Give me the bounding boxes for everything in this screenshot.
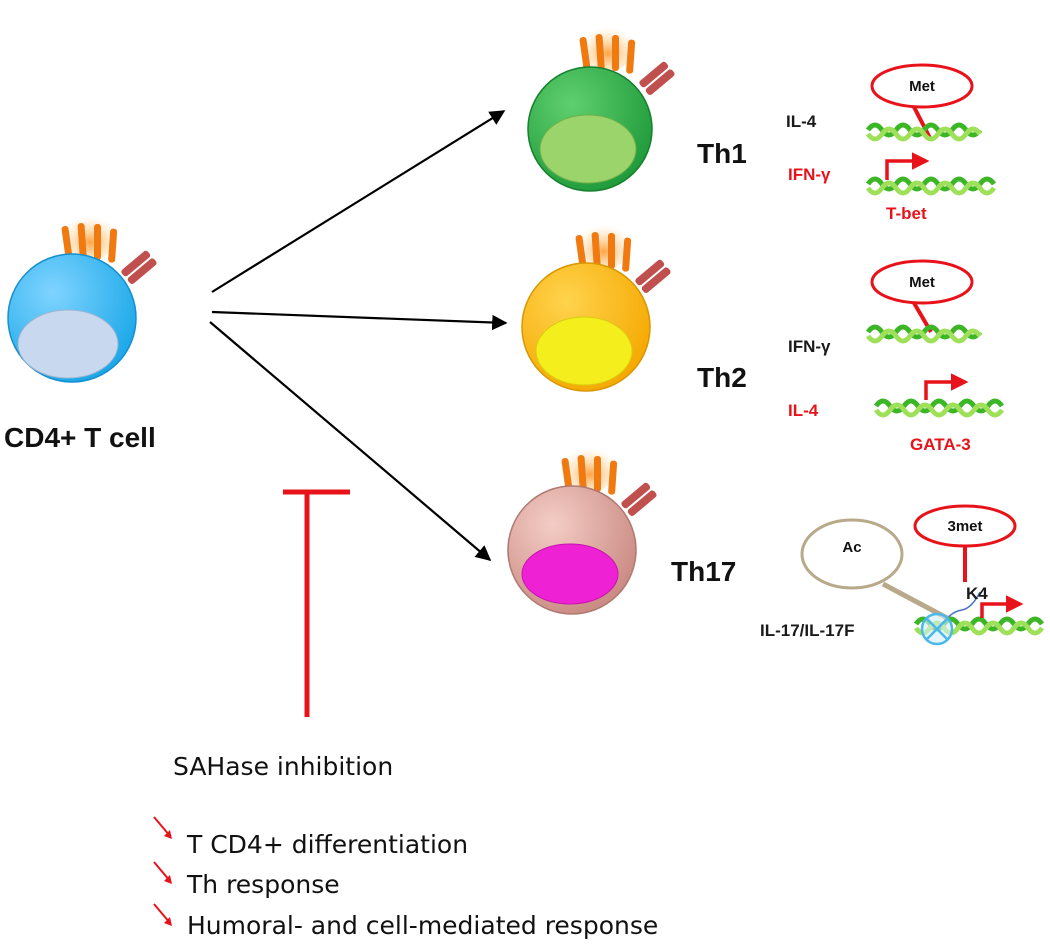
th2-label: Th2 <box>697 362 747 393</box>
met-label: Met <box>909 274 935 291</box>
th2-cell <box>521 225 671 392</box>
th1-epigenetic-panel <box>865 63 997 196</box>
th1-cell <box>527 27 675 192</box>
k4-label: K4 <box>966 584 988 603</box>
arrow-to-th17 <box>209 321 492 561</box>
active-gene-label: IFN-γ <box>788 165 831 184</box>
il17-gene-label: IL-17/IL-17F <box>760 621 855 640</box>
sahase-inhibition-label: SAHase inhibition <box>173 752 394 781</box>
cd4-t-cell-label: CD4+ T cell <box>4 422 156 453</box>
met-label: Met <box>909 78 935 95</box>
transcription-arrow-icon <box>924 373 969 400</box>
ac-label: Ac <box>842 539 862 556</box>
effect-item: Th response <box>187 870 340 899</box>
3met-label: 3met <box>947 518 983 535</box>
th17-label: Th17 <box>671 556 737 587</box>
dna-helix <box>865 122 983 142</box>
inhibition-bar <box>283 489 350 717</box>
met-bubble <box>870 259 974 305</box>
transcription-factor-label: GATA-3 <box>910 435 971 454</box>
transcription-factor-label: T-bet <box>886 204 927 223</box>
transcription-arrow-icon <box>885 152 930 180</box>
active-gene-label: IL-4 <box>788 401 819 420</box>
receptor-icon <box>61 216 157 284</box>
th17-epigenetic-panel <box>800 504 1045 646</box>
transcription-arrow-icon <box>980 595 1024 618</box>
decrease-arrow-icon <box>153 903 172 926</box>
silenced-gene-label: IFN-γ <box>788 337 831 356</box>
ac-bubble <box>800 518 904 590</box>
cd4-t-cell <box>7 216 157 383</box>
decrease-arrow-icon <box>153 816 172 839</box>
effect-item: T CD4+ differentiation <box>187 830 469 859</box>
dna-helix <box>873 398 1005 418</box>
dna-helix <box>865 324 983 344</box>
th1-label: Th1 <box>697 138 747 169</box>
arrow-to-th2 <box>211 310 508 331</box>
th17-cell <box>507 448 657 615</box>
met-bubble <box>870 63 974 109</box>
dna-helix <box>865 176 997 196</box>
receptor-icon <box>579 27 675 95</box>
th2-epigenetic-panel <box>865 259 1005 418</box>
arrow-to-th1 <box>211 110 506 293</box>
silenced-gene-label: IL-4 <box>786 112 817 131</box>
effect-item: Humoral- and cell-mediated response <box>187 911 659 940</box>
receptor-icon <box>561 448 657 516</box>
receptor-icon <box>575 225 671 293</box>
blocked-marker-icon <box>920 612 954 646</box>
decrease-arrow-icon <box>153 861 172 884</box>
